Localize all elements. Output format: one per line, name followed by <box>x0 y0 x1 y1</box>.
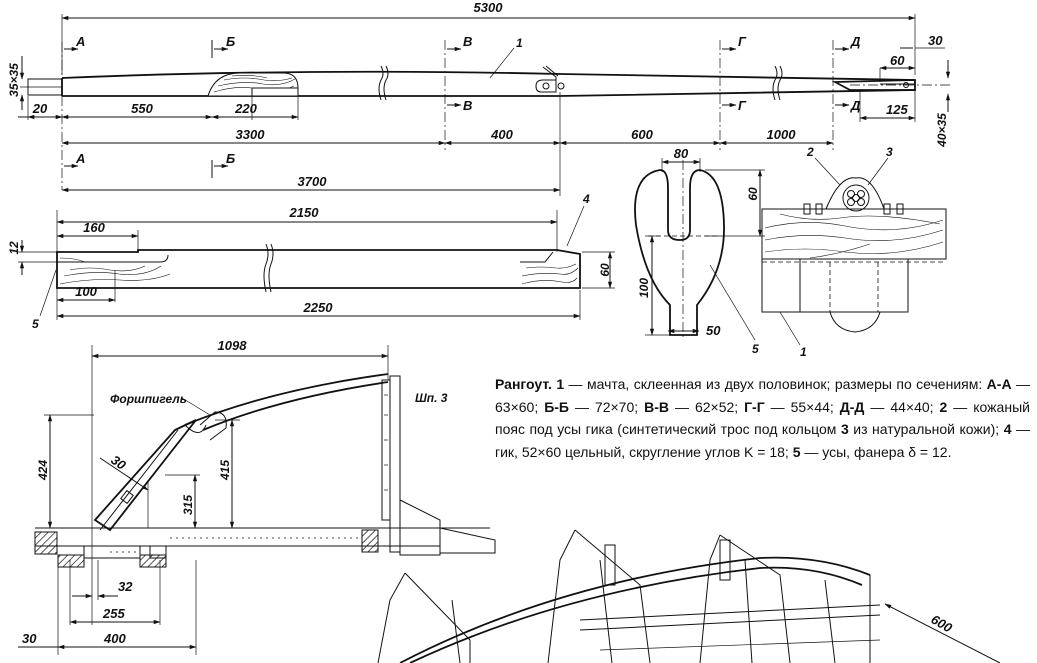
caption-num: 4 <box>1003 421 1012 437</box>
caption-text: из натуральной кожи); <box>848 421 1004 437</box>
caption-lead: Рангоут. <box>495 376 552 392</box>
mast-part-label: 1 <box>516 36 523 50</box>
svg-text:2150: 2150 <box>289 205 320 220</box>
caption-text: — 44×40; <box>864 398 940 415</box>
svg-text:Г: Г <box>738 34 747 49</box>
collar-detail: 2 3 1 <box>761 145 947 359</box>
frame-label: Шп. 3 <box>415 391 448 405</box>
svg-text:100: 100 <box>75 284 97 299</box>
svg-text:255: 255 <box>102 606 125 621</box>
svg-text:Г: Г <box>738 98 747 113</box>
caption-num: 1 <box>556 376 565 392</box>
svg-text:125: 125 <box>886 102 908 117</box>
boom-view: 2150 160 12 100 <box>7 192 615 331</box>
svg-text:Д: Д <box>850 98 861 113</box>
svg-text:315: 315 <box>181 495 195 515</box>
svg-text:Б: Б <box>226 34 235 49</box>
caption-text: — 72×70; <box>568 398 645 415</box>
caption-text: — 62×52; <box>669 398 745 415</box>
svg-text:2: 2 <box>806 145 814 159</box>
caption-num: 2 <box>939 398 948 415</box>
mast-view: 5300 1 <box>7 0 952 196</box>
svg-text:3300: 3300 <box>236 127 266 142</box>
svg-text:100: 100 <box>637 278 651 298</box>
svg-text:1000: 1000 <box>767 127 797 142</box>
caption-text: — усы, фанера δ = 12. <box>800 443 952 460</box>
svg-text:Б: Б <box>226 151 235 166</box>
caption-text: — 55×44; <box>764 398 840 415</box>
svg-text:30: 30 <box>108 452 129 473</box>
svg-text:4: 4 <box>582 192 590 206</box>
caption-num: В-В <box>644 398 669 415</box>
svg-text:5: 5 <box>752 342 759 356</box>
hull-frames-view: 600 <box>377 529 1001 663</box>
dim-mast-heel: 35×35 <box>7 63 21 97</box>
svg-text:3: 3 <box>886 145 893 159</box>
caption-num: Б-Б <box>544 398 569 415</box>
caption-num: 3 <box>840 421 849 437</box>
svg-text:В: В <box>463 98 472 113</box>
svg-text:3700: 3700 <box>298 174 328 189</box>
caption-text: — гик, 52×60 цельный, скругление углов K… <box>495 421 1031 460</box>
svg-text:2250: 2250 <box>303 300 334 315</box>
svg-text:550: 550 <box>131 101 153 116</box>
caption-num: Г-Г <box>744 398 765 415</box>
svg-text:220: 220 <box>234 101 257 116</box>
svg-text:20: 20 <box>32 101 48 116</box>
figure-caption: Рангоут. 1 — мачта, склеенная из двух по… <box>495 373 1030 463</box>
svg-text:60: 60 <box>746 187 760 201</box>
svg-text:600: 600 <box>631 127 653 142</box>
caption-text: — мачта, склеенная из двух половинок; ра… <box>564 376 987 392</box>
svg-text:424: 424 <box>36 460 50 481</box>
svg-text:1098: 1098 <box>218 338 248 353</box>
svg-text:30: 30 <box>928 33 943 48</box>
svg-text:80: 80 <box>674 146 689 161</box>
caption-num: Д-Д <box>839 398 865 415</box>
jaw-detail: 80 60 100 50 5 <box>634 146 765 356</box>
svg-text:5: 5 <box>32 317 39 331</box>
svg-text:А: А <box>75 34 85 49</box>
svg-text:160: 160 <box>83 220 105 235</box>
svg-text:32: 32 <box>118 579 133 594</box>
dim-mast-total: 5300 <box>474 0 504 15</box>
svg-text:50: 50 <box>706 323 721 338</box>
svg-text:В: В <box>463 34 472 49</box>
dim-hull-600: 600 <box>929 612 956 636</box>
svg-text:30: 30 <box>22 631 37 646</box>
caption-text: — кожаный пояс под усы гика (синтетическ… <box>495 398 1030 438</box>
svg-text:Д: Д <box>850 34 861 49</box>
caption-num: А-А <box>986 376 1012 392</box>
caption-text: — 63×60; <box>495 376 1030 415</box>
svg-text:415: 415 <box>218 460 232 481</box>
forshpigel-view: 1098 Форшпигель <box>18 338 496 655</box>
forshpigel-title: Форшпигель <box>110 392 187 406</box>
svg-text:60: 60 <box>598 263 612 277</box>
svg-text:400: 400 <box>103 631 126 646</box>
svg-text:400: 400 <box>490 127 513 142</box>
caption-num: 5 <box>792 443 801 460</box>
svg-text:1: 1 <box>800 345 807 359</box>
dim-mast-head: 40×35 <box>935 113 949 148</box>
svg-text:А: А <box>75 151 85 166</box>
section-marks: А Б В В Г Г Д Д А Б <box>61 34 861 190</box>
svg-text:12: 12 <box>7 241 21 255</box>
svg-text:60: 60 <box>890 53 905 68</box>
